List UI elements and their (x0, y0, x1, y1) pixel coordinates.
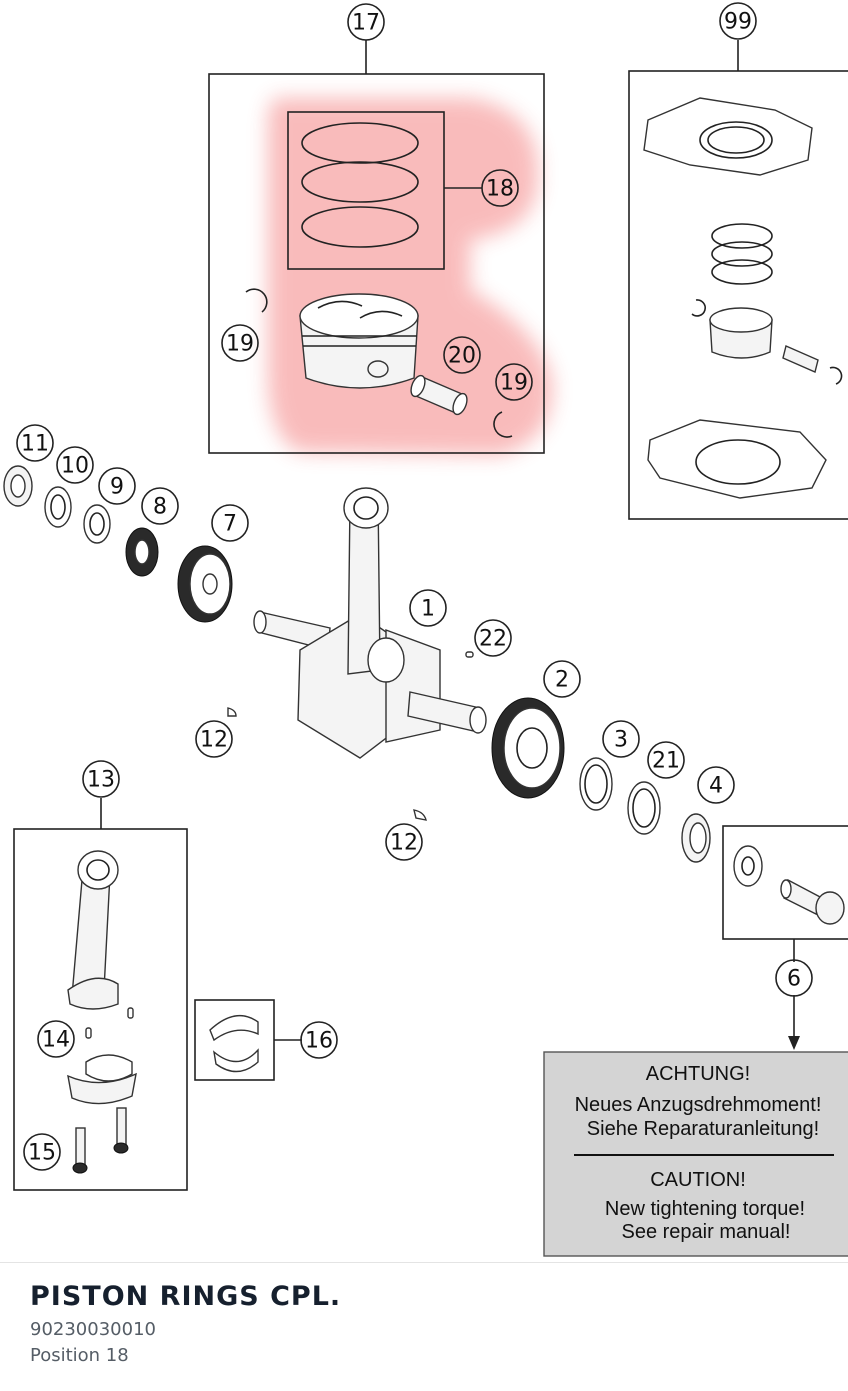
callout-19-left[interactable]: 19 (221, 324, 259, 362)
callout-12-left[interactable]: 12 (195, 720, 233, 758)
warning-de-title: ACHTUNG! (646, 1063, 750, 1085)
woodruff-key-12b[interactable] (413, 809, 427, 821)
svg-text:19: 19 (226, 332, 254, 357)
svg-text:13: 13 (87, 768, 115, 793)
woodruff-key-22[interactable] (465, 651, 474, 658)
callout-14[interactable]: 14 (37, 1020, 75, 1058)
callout-1[interactable]: 1 (409, 589, 447, 627)
callout-18[interactable]: 18 (481, 169, 519, 207)
svg-text:9: 9 (110, 475, 124, 500)
svg-text:10: 10 (61, 454, 89, 479)
piston-rings-box (287, 111, 445, 270)
piston-part[interactable] (299, 293, 419, 389)
svg-text:99: 99 (724, 10, 752, 35)
woodruff-key-12a[interactable] (227, 707, 237, 717)
svg-text:12: 12 (390, 831, 418, 856)
bolt-box[interactable] (722, 825, 848, 1050)
selection-highlight (268, 98, 553, 455)
svg-text:1: 1 (421, 597, 435, 622)
callout-12-right[interactable]: 12 (385, 823, 423, 861)
svg-text:11: 11 (21, 432, 49, 457)
callout-16[interactable]: 16 (300, 1021, 338, 1059)
callout-19-right[interactable]: 19 (495, 363, 533, 401)
callout-6[interactable]: 6 (775, 959, 813, 997)
callout-22[interactable]: 22 (474, 619, 512, 657)
callout-17[interactable]: 17 (347, 3, 385, 41)
svg-text:6: 6 (787, 967, 801, 992)
warning-en-line2: See repair manual! (622, 1221, 791, 1243)
warning-en-title: CAUTION! (650, 1169, 746, 1191)
svg-text:20: 20 (448, 344, 476, 369)
gasket-kit-box[interactable] (628, 40, 848, 520)
piston-rings-part[interactable] (301, 122, 419, 248)
part-number: 90230030010 (30, 1319, 156, 1340)
exploded-parts-diagram: 17 99 18 19 20 19 11 10 9 8 7 1 22 2 3 2… (3, 2, 848, 1257)
left-shaft-parts[interactable] (3, 465, 233, 623)
callout-99[interactable]: 99 (719, 2, 757, 40)
crankshaft-part[interactable] (253, 487, 487, 759)
svg-text:3: 3 (614, 728, 628, 753)
warning-en-line1: New tightening torque! (605, 1198, 805, 1220)
right-shaft-parts[interactable] (491, 697, 711, 863)
part-position: Position 18 (30, 1345, 129, 1366)
piston-pin-part[interactable] (408, 374, 469, 417)
warning-de-line1: Neues Anzugsdrehmoment! (575, 1094, 822, 1116)
callout-11[interactable]: 11 (16, 424, 54, 462)
callout-4[interactable]: 4 (697, 766, 735, 804)
callout-9[interactable]: 9 (98, 467, 136, 505)
svg-text:14: 14 (42, 1028, 70, 1053)
piston-kit-box[interactable] (208, 40, 545, 454)
svg-text:18: 18 (486, 177, 514, 202)
svg-text:12: 12 (200, 728, 228, 753)
svg-text:22: 22 (479, 627, 507, 652)
svg-text:7: 7 (223, 512, 237, 537)
callout-15[interactable]: 15 (23, 1133, 61, 1171)
callout-10[interactable]: 10 (56, 446, 94, 484)
svg-text:17: 17 (352, 11, 380, 36)
svg-text:15: 15 (28, 1141, 56, 1166)
callout-2[interactable]: 2 (543, 660, 581, 698)
svg-text:19: 19 (500, 371, 528, 396)
callout-3[interactable]: 3 (602, 720, 640, 758)
callout-13[interactable]: 13 (82, 760, 120, 798)
svg-text:16: 16 (305, 1029, 333, 1054)
svg-text:2: 2 (555, 668, 569, 693)
callout-20[interactable]: 20 (443, 336, 481, 374)
callout-8[interactable]: 8 (141, 487, 179, 525)
callout-21[interactable]: 21 (647, 741, 685, 779)
bearing-shell-box[interactable] (194, 999, 302, 1081)
connecting-rod-box[interactable] (13, 798, 188, 1191)
svg-text:8: 8 (153, 495, 167, 520)
svg-text:4: 4 (709, 774, 723, 799)
part-info-panel: PISTON RINGS CPL. 90230030010 Position 1… (0, 1262, 848, 1391)
warning-de-line2: Siehe Reparaturanleitung! (587, 1118, 819, 1140)
torque-warning-box: ACHTUNG! Neues Anzugsdrehmoment! Siehe R… (543, 1051, 848, 1257)
callout-7[interactable]: 7 (211, 504, 249, 542)
svg-text:21: 21 (652, 749, 680, 774)
part-title: PISTON RINGS CPL. (30, 1281, 342, 1312)
circlip-left (245, 288, 268, 313)
circlip-right (493, 411, 513, 438)
